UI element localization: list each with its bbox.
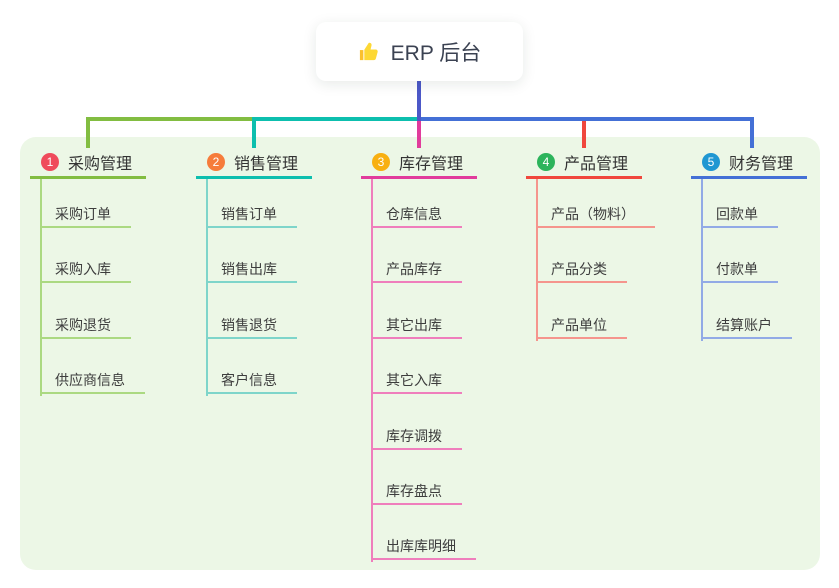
child-node[interactable]: 产品单位 (536, 313, 627, 339)
branch-inventory: 3 库存管理 仓库信息 产品库存 其它出库 其它入库 库存调拨 库存盘点 出库库… (361, 148, 477, 562)
branch-spine (701, 179, 703, 341)
branch-number-badge: 2 (207, 153, 225, 171)
branch-header[interactable]: 4 产品管理 (526, 148, 642, 179)
child-node[interactable]: 销售出库 (206, 257, 297, 283)
bus-segment-green (86, 117, 254, 121)
branch-label: 销售管理 (234, 156, 299, 173)
branches-panel (20, 137, 820, 570)
child-node[interactable]: 客户信息 (206, 368, 297, 394)
thumbs-up-icon (358, 40, 381, 63)
bus-segment-teal (252, 117, 419, 121)
branch-label: 采购管理 (68, 156, 133, 173)
branch-spine (206, 179, 208, 396)
child-node[interactable]: 付款单 (701, 257, 778, 283)
branch-drop-4 (582, 117, 586, 148)
child-node[interactable]: 回款单 (701, 202, 778, 228)
branch-spine (536, 179, 538, 341)
child-node[interactable]: 产品分类 (536, 257, 627, 283)
branch-number-badge: 5 (702, 153, 720, 171)
child-node[interactable]: 其它出库 (371, 313, 462, 339)
branch-label: 产品管理 (564, 156, 629, 173)
child-node[interactable]: 产品（物料） (536, 202, 655, 228)
branch-header[interactable]: 3 库存管理 (361, 148, 477, 179)
branch-number-badge: 4 (537, 153, 555, 171)
branch-drop-2 (252, 117, 256, 148)
branch-number-badge: 1 (41, 153, 59, 171)
root-title: ERP 后台 (390, 41, 482, 65)
branch-label: 库存管理 (399, 156, 464, 173)
child-node[interactable]: 库存盘点 (371, 479, 462, 505)
child-node[interactable]: 销售退货 (206, 313, 297, 339)
root-connector-line (417, 81, 421, 121)
branch-drop-5 (750, 117, 754, 148)
child-node[interactable]: 采购退货 (40, 313, 131, 339)
child-node[interactable]: 结算账户 (701, 313, 792, 339)
child-node[interactable]: 供应商信息 (40, 368, 145, 394)
branch-drop-3 (417, 117, 421, 148)
branch-drop-1 (86, 117, 90, 148)
branch-header[interactable]: 2 销售管理 (196, 148, 312, 179)
branch-sales: 2 销售管理 销售订单 销售出库 销售退货 客户信息 (196, 148, 312, 396)
branch-number-badge: 3 (372, 153, 390, 171)
child-node[interactable]: 销售订单 (206, 202, 297, 228)
root-node[interactable]: ERP 后台 (316, 22, 523, 81)
bus-segment-blue (417, 117, 754, 121)
branch-label: 财务管理 (729, 156, 794, 173)
branch-spine (371, 179, 373, 562)
child-node[interactable]: 仓库信息 (371, 202, 462, 228)
branch-header[interactable]: 5 财务管理 (691, 148, 807, 179)
branch-product: 4 产品管理 产品（物料） 产品分类 产品单位 (526, 148, 655, 341)
child-node[interactable]: 其它入库 (371, 368, 462, 394)
branch-spine (40, 179, 42, 396)
child-node[interactable]: 采购入库 (40, 257, 131, 283)
child-node[interactable]: 库存调拨 (371, 424, 462, 450)
child-node[interactable]: 出库库明细 (371, 534, 476, 560)
child-node[interactable]: 采购订单 (40, 202, 131, 228)
branch-purchase: 1 采购管理 采购订单 采购入库 采购退货 供应商信息 (30, 148, 146, 396)
branch-header[interactable]: 1 采购管理 (30, 148, 146, 179)
child-node[interactable]: 产品库存 (371, 257, 462, 283)
branch-finance: 5 财务管理 回款单 付款单 结算账户 (691, 148, 807, 341)
